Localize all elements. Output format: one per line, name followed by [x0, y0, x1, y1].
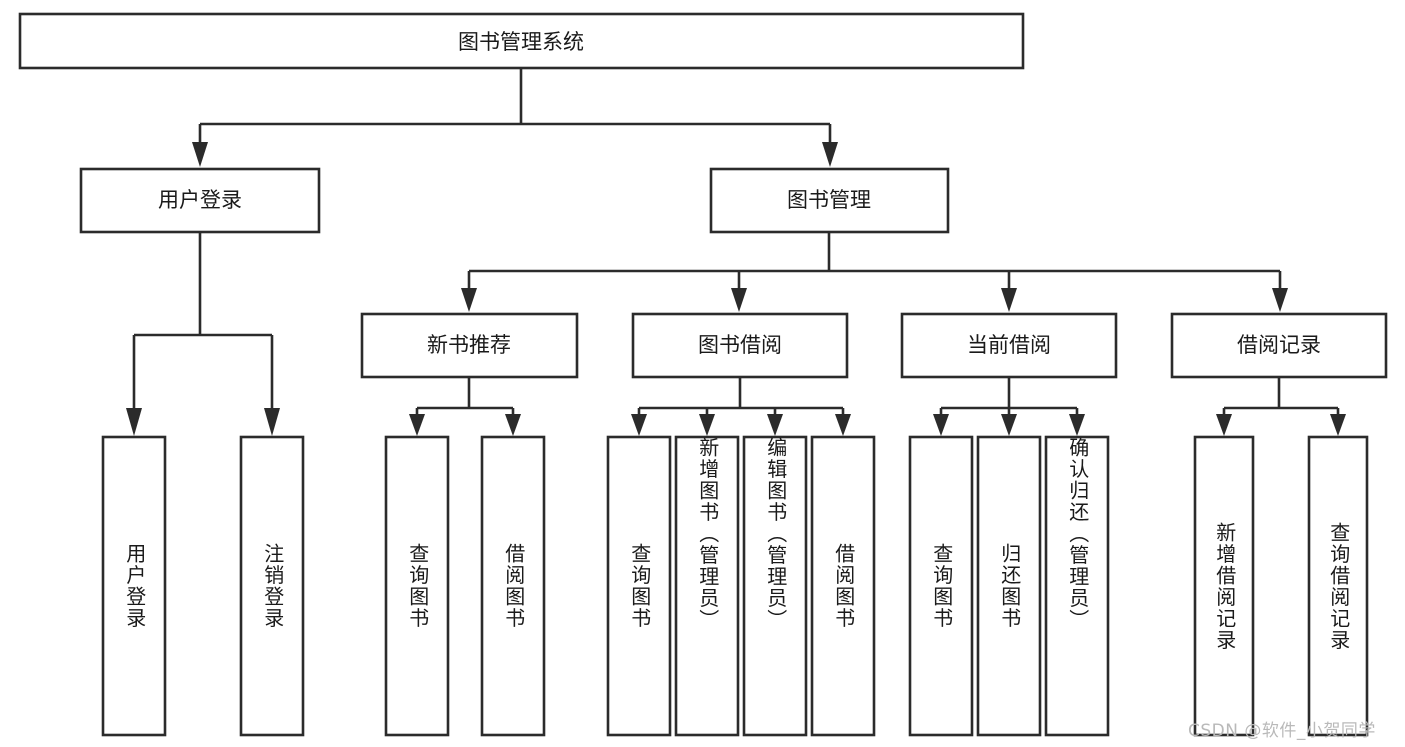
root-label: 图书管理系统	[458, 30, 584, 54]
arrow-icon	[835, 414, 851, 436]
level3-label-borrow-record: 借阅记录	[1237, 333, 1321, 357]
connector-borrow-record-to-leaves	[1216, 377, 1346, 436]
arrow-icon	[461, 288, 477, 312]
connector-root-to-level2	[192, 68, 838, 167]
leaf-box-user-login-logout[interactable]	[239, 435, 305, 737]
leaf-box-user-login-login[interactable]	[101, 435, 167, 737]
node-current-borrow[interactable]: 当前借阅	[900, 312, 1118, 379]
leaf-box-recommend-borrow[interactable]	[480, 435, 546, 737]
arrow-icon	[505, 414, 521, 436]
connector-user-login-to-leaves	[126, 232, 280, 436]
leaf-box-borrow-add[interactable]	[674, 435, 740, 737]
level3-box-current-borrow[interactable]	[900, 312, 1118, 379]
level3-label-current-borrow: 当前借阅	[967, 333, 1051, 357]
leaf-box-borrow-lend[interactable]	[810, 435, 876, 737]
arrow-icon	[822, 142, 838, 167]
node-book-management[interactable]: 图书管理	[709, 167, 950, 234]
leaf-box-borrow-edit[interactable]	[742, 435, 808, 737]
node-book-borrow[interactable]: 图书借阅	[631, 312, 849, 379]
connector-book-management-to-level3	[461, 232, 1288, 312]
arrow-icon	[1001, 288, 1017, 312]
leaf-box-recommend-query[interactable]	[384, 435, 450, 737]
watermark-text: CSDN @软件_小贺同学	[1188, 721, 1376, 741]
leaf-box-record-query[interactable]	[1307, 435, 1369, 737]
node-borrow-record[interactable]: 借阅记录	[1170, 312, 1388, 379]
level3-label-book-borrow: 图书借阅	[698, 333, 782, 357]
connector-book-borrow-to-leaves	[631, 377, 851, 436]
level2-label-book-management: 图书管理	[787, 188, 871, 212]
arrow-icon	[1216, 414, 1232, 436]
node-root[interactable]: 图书管理系统	[18, 12, 1025, 70]
node-user-login[interactable]: 用户登录	[79, 167, 321, 234]
arrow-icon	[699, 414, 715, 436]
arrow-icon	[933, 414, 949, 436]
arrow-icon	[731, 288, 747, 312]
connector-current-borrow-to-leaves	[933, 377, 1085, 436]
arrow-icon	[1069, 414, 1085, 436]
arrow-icon	[767, 414, 783, 436]
arrow-icon	[409, 414, 425, 436]
arrow-icon	[264, 408, 280, 436]
arrow-icon	[1001, 414, 1017, 436]
root-box[interactable]	[18, 12, 1025, 70]
level3-box-new-book-recommend[interactable]	[360, 312, 579, 379]
level3-label-new-book-recommend: 新书推荐	[427, 333, 511, 357]
arrow-icon	[631, 414, 647, 436]
arrow-icon	[1330, 414, 1346, 436]
level2-label-user-login: 用户登录	[158, 188, 242, 212]
arrow-icon	[1272, 288, 1288, 312]
level2-box-user-login[interactable]	[79, 167, 321, 234]
connector-new-book-recommend-to-leaves	[409, 377, 521, 436]
leaf-box-record-add[interactable]	[1193, 435, 1255, 737]
arrow-icon	[192, 142, 208, 167]
leaf-box-current-query[interactable]	[908, 435, 974, 737]
arrow-icon	[126, 408, 142, 436]
leaf-box-borrow-query[interactable]	[606, 435, 672, 737]
leaf-box-current-confirm[interactable]	[1044, 435, 1110, 737]
leaf-box-current-return[interactable]	[976, 435, 1042, 737]
node-new-book-recommend[interactable]: 新书推荐	[360, 312, 579, 379]
